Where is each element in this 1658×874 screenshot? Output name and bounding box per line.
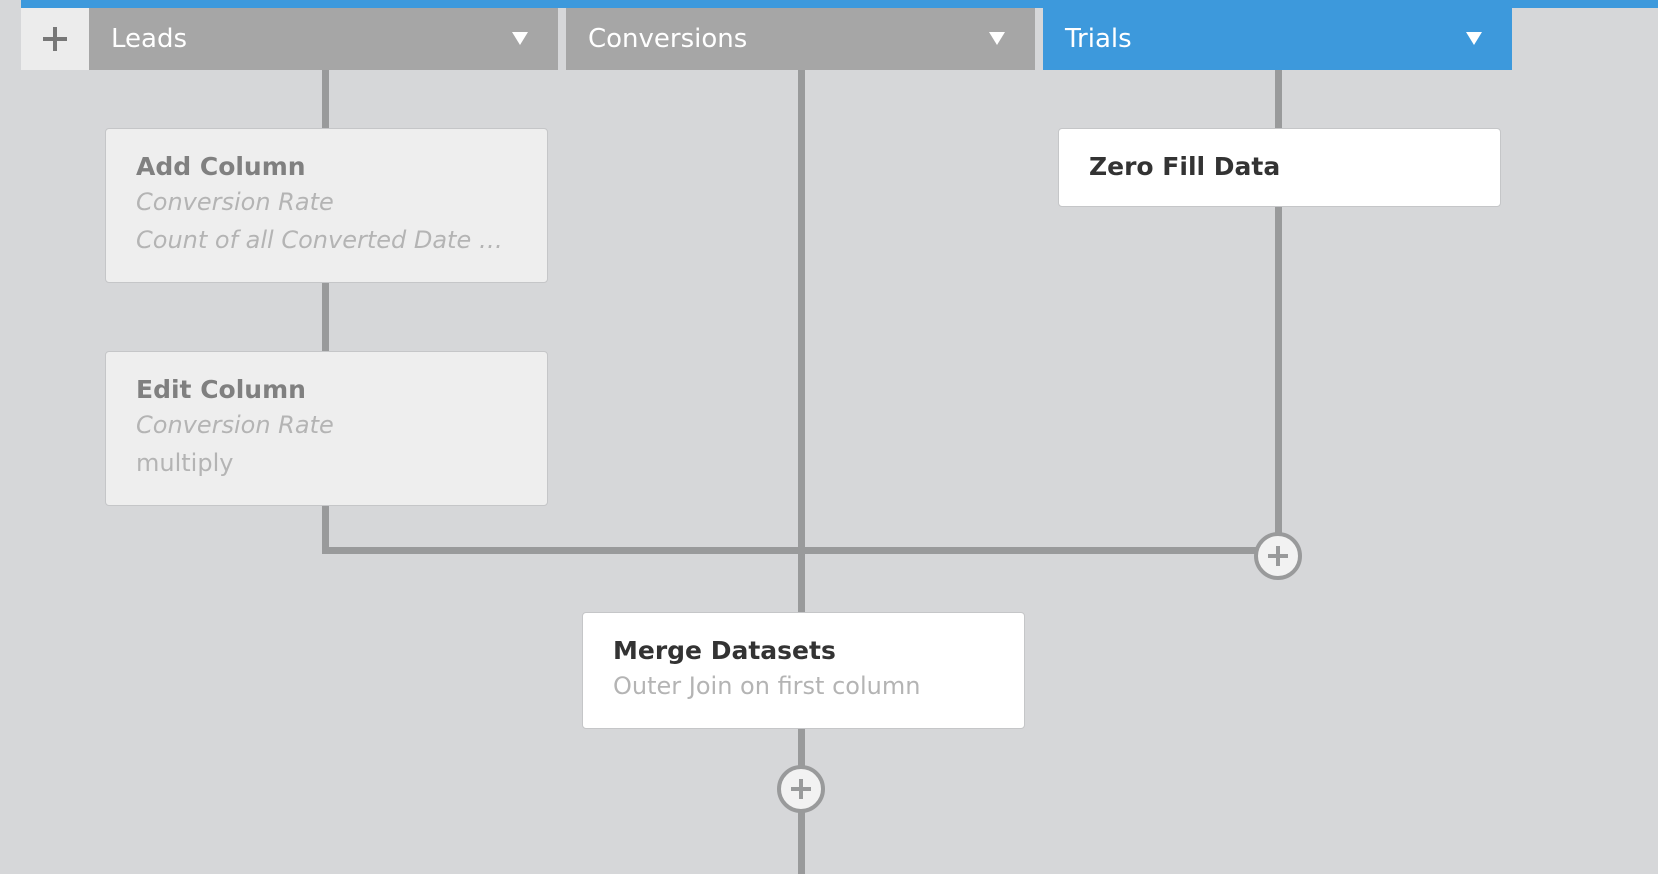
card-description-field: Count of all Converted Date [136,226,472,254]
card-title: Merge Datasets [613,636,836,665]
connector-line [798,70,805,613]
card-title: Add Column [136,152,306,181]
step-card-add-column[interactable]: Add Column Conversion Rate Count of all … [105,128,548,283]
connector-line [322,70,329,128]
tab-label: Conversions [588,24,748,54]
card-subtitle: Outer Join on first column [613,672,921,700]
caret-down-icon[interactable] [1466,32,1482,45]
tab-label: Trials [1065,24,1132,54]
caret-down-icon[interactable] [989,32,1005,45]
connector-line [798,810,805,874]
top-accent-bar [21,0,1658,8]
card-description: multiply [136,449,234,477]
plus-icon [42,26,68,52]
step-card-edit-column[interactable]: Edit Column Conversion Rate multiply [105,351,548,506]
card-title: Edit Column [136,375,306,404]
card-description: Count of all Converted Date divid... [136,221,517,259]
plus-circle-icon [790,778,812,800]
connector-line [322,283,329,351]
tab-leads[interactable]: Leads [89,8,558,70]
card-title: Zero Fill Data [1089,152,1281,181]
card-subtitle: Conversion Rate [136,188,334,216]
connector-line [1275,70,1282,128]
connector-line [798,729,805,769]
connector-line [1275,207,1282,534]
join-add-step-button[interactable] [1254,532,1302,580]
caret-down-icon[interactable] [512,32,528,45]
connector-line [322,506,329,554]
tab-label: Leads [111,24,188,54]
add-dataset-button[interactable] [21,8,89,70]
card-subtitle: Conversion Rate [136,411,334,439]
tab-conversions[interactable]: Conversions [566,8,1035,70]
tab-trials[interactable]: Trials [1043,8,1512,70]
output-add-step-button[interactable] [777,765,825,813]
card-description-rest: divid... [478,226,517,254]
step-card-zero-fill-data[interactable]: Zero Fill Data [1058,128,1501,207]
plus-circle-icon [1267,545,1289,567]
step-card-merge-datasets[interactable]: Merge Datasets Outer Join on first colum… [582,612,1025,729]
